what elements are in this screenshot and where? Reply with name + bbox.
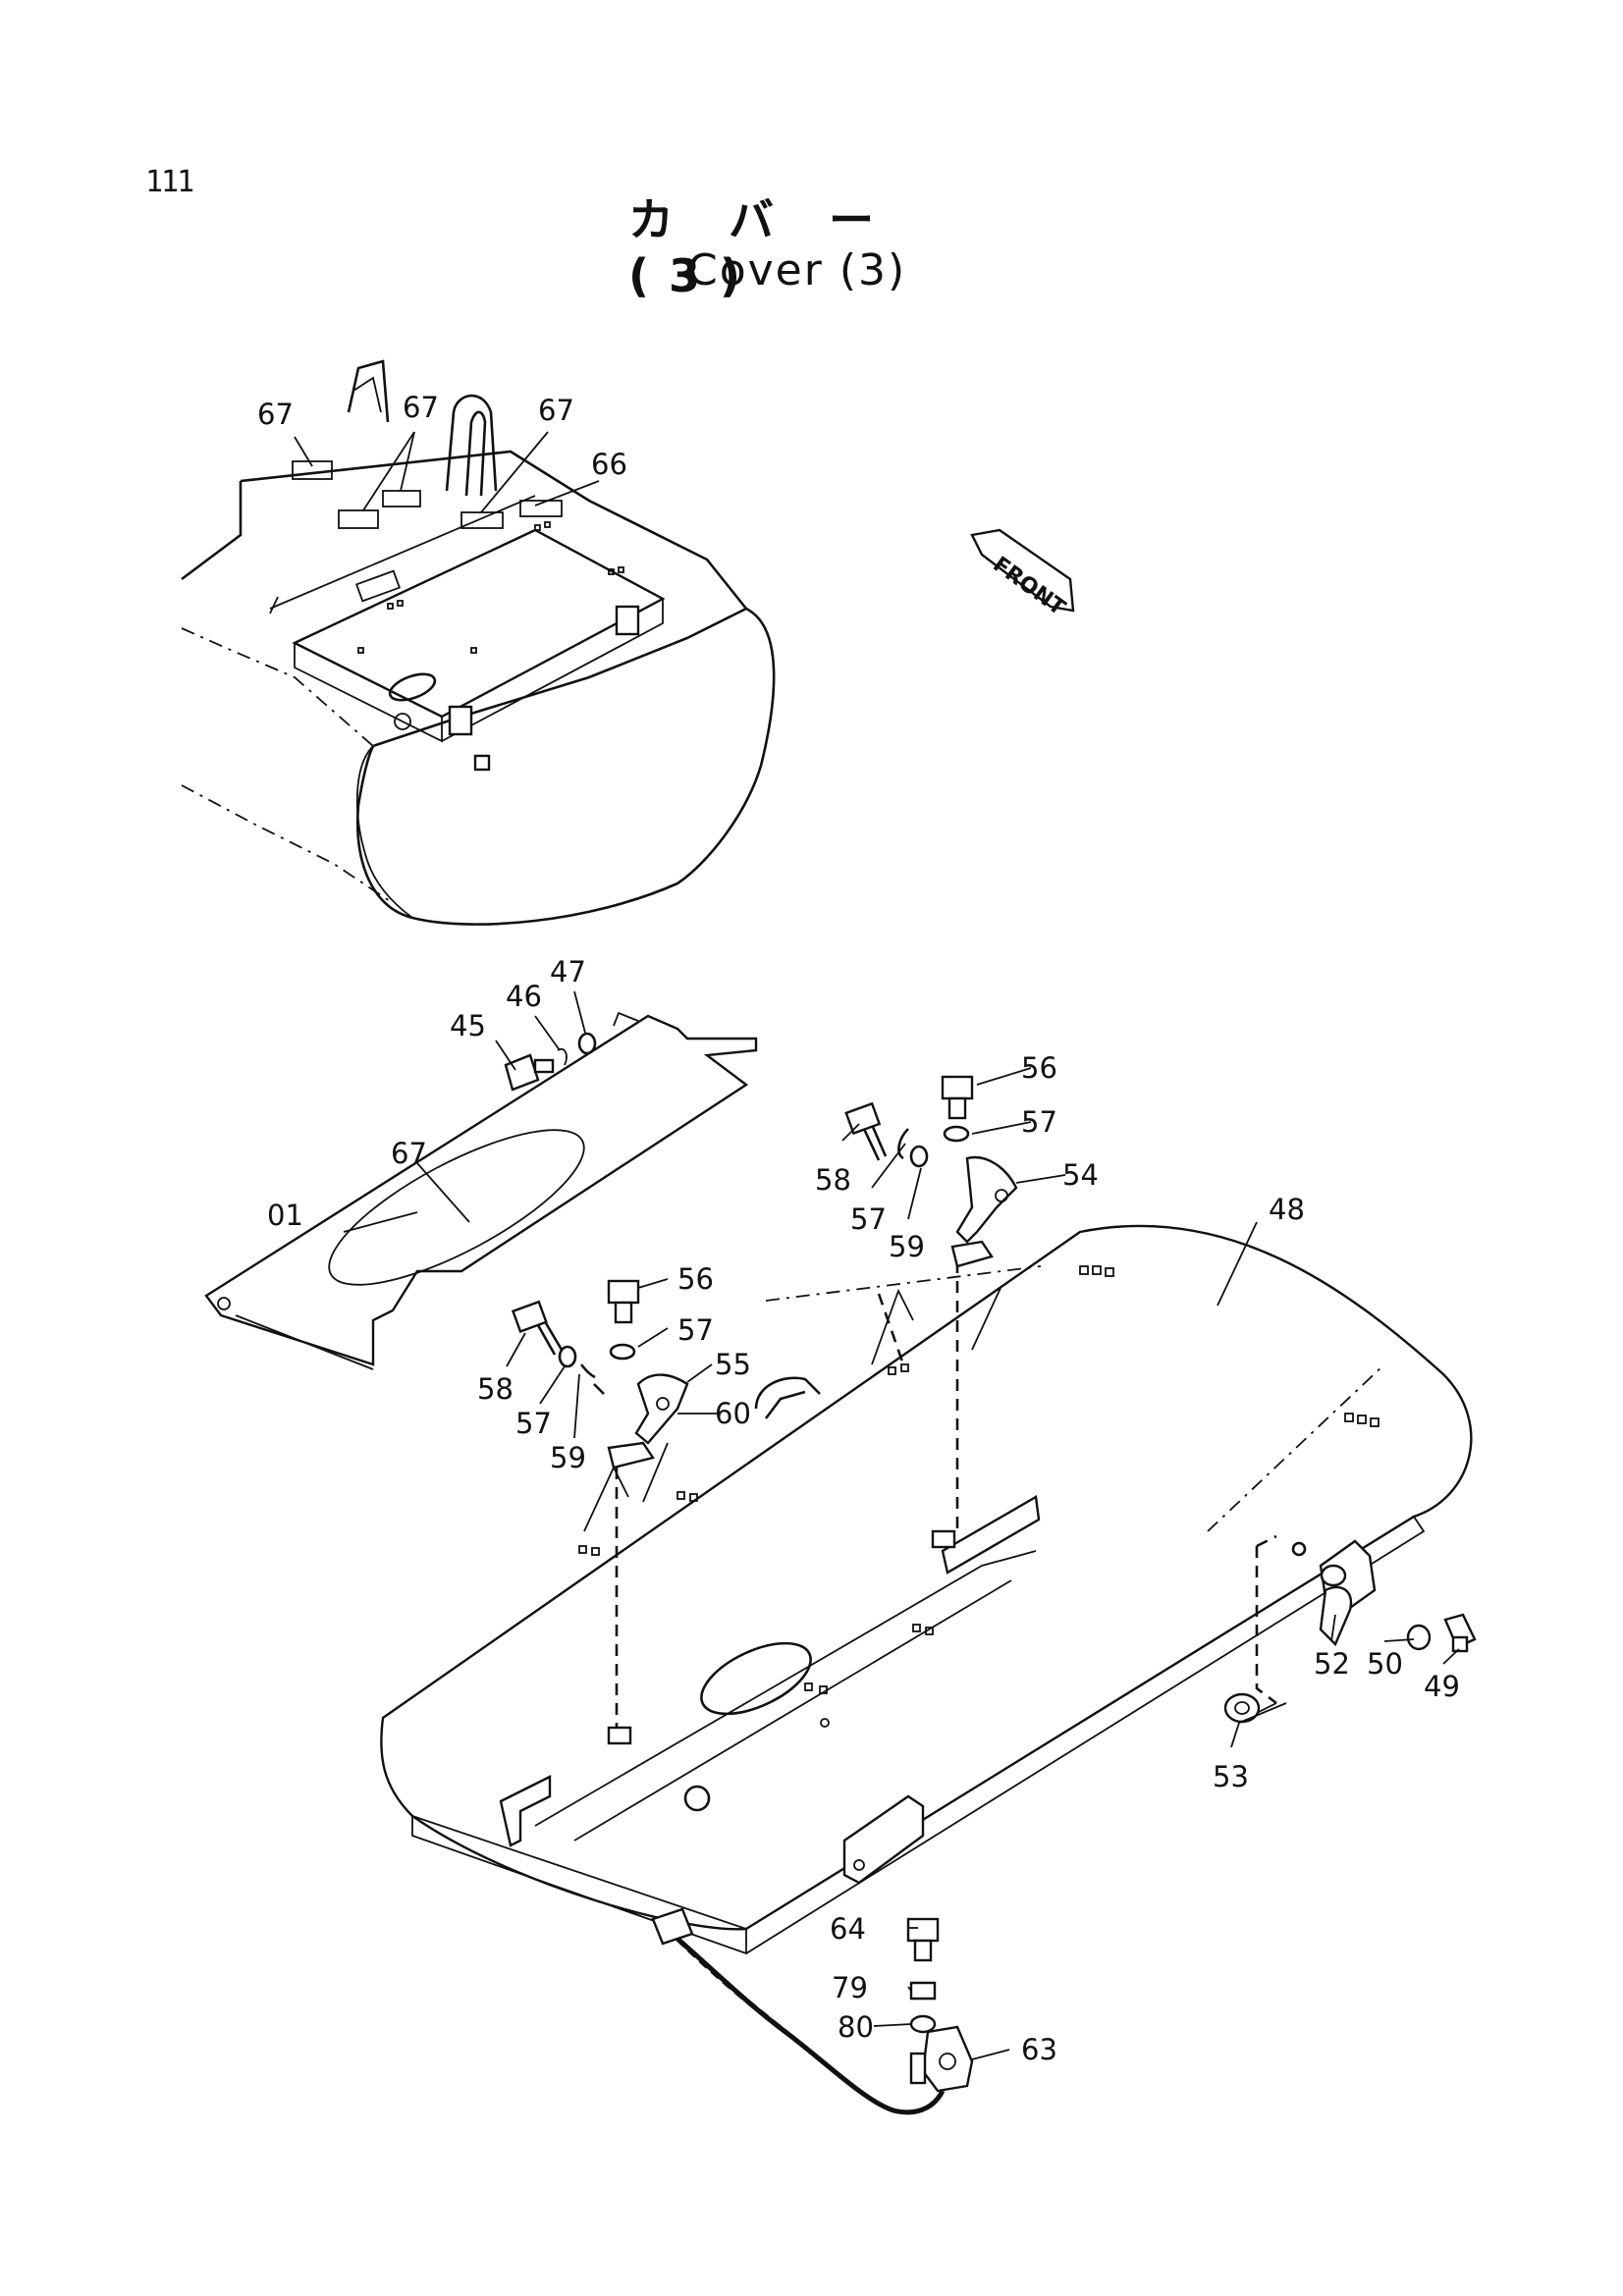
callout-66: 66 xyxy=(591,448,627,481)
callout-57: 57 xyxy=(850,1202,887,1236)
chain-63 xyxy=(651,1907,974,2115)
callout-50: 50 xyxy=(1367,1647,1403,1681)
title-japanese: カ バ ー (3) xyxy=(628,193,894,302)
callout-53: 53 xyxy=(1213,1760,1249,1793)
hardware-56-57-upper xyxy=(941,1075,974,1143)
overview-machine-illustration xyxy=(181,359,776,926)
front-direction-arrow: FRONT xyxy=(970,528,1075,620)
callout-67: 67 xyxy=(538,394,574,427)
callout-59: 59 xyxy=(550,1441,586,1474)
page-number: 111 xyxy=(145,165,194,199)
hardware-64-79-80 xyxy=(906,1917,940,2034)
callout-67: 67 xyxy=(257,398,294,431)
alignment-dashed-lines xyxy=(583,1261,1277,1728)
hardware-52-50-49 xyxy=(1291,1539,1477,1653)
callout-80: 80 xyxy=(838,2010,874,2044)
callout-47: 47 xyxy=(550,955,586,988)
callout-60: 60 xyxy=(715,1397,751,1430)
title-english: Cover (3) xyxy=(687,245,907,295)
hardware-58-57-59-upper xyxy=(844,1101,929,1168)
main-cover-48 xyxy=(380,1224,1473,1955)
callout-63: 63 xyxy=(1021,2033,1057,2066)
callout-48: 48 xyxy=(1269,1193,1305,1226)
callout-01: 01 xyxy=(267,1199,303,1232)
callout-57: 57 xyxy=(1021,1105,1057,1139)
callout-79: 79 xyxy=(832,1971,868,2004)
callout-labels: 67 67 67 66 47 46 45 56 57 54 67 58 48 0… xyxy=(257,391,1460,2066)
callout-58: 58 xyxy=(815,1163,851,1197)
callout-55: 55 xyxy=(715,1348,751,1381)
callout-56: 56 xyxy=(677,1262,714,1296)
callout-59: 59 xyxy=(889,1230,925,1263)
callout-46: 46 xyxy=(506,980,542,1013)
hardware-58-57-59-lower xyxy=(511,1300,605,1395)
callout-57: 57 xyxy=(515,1407,552,1440)
latch-55-60 xyxy=(607,1373,689,1469)
bracket-plate-01 xyxy=(204,1011,758,1370)
overview-leaders xyxy=(294,431,600,513)
exploded-leaders xyxy=(343,990,1460,2060)
callout-54: 54 xyxy=(1062,1158,1099,1192)
callout-57: 57 xyxy=(677,1313,714,1347)
callout-64: 64 xyxy=(830,1912,866,1946)
hardware-56-57-lower xyxy=(607,1279,640,1361)
callout-56: 56 xyxy=(1021,1051,1057,1085)
callout-49: 49 xyxy=(1424,1670,1460,1703)
nut-53 xyxy=(1223,1692,1261,1724)
latch-54 xyxy=(950,1155,1018,1268)
callout-67: 67 xyxy=(391,1137,427,1170)
hardware-45-46-47 xyxy=(504,1032,597,1092)
callout-67: 67 xyxy=(403,391,439,424)
callout-58: 58 xyxy=(477,1372,514,1406)
callout-45: 45 xyxy=(450,1009,486,1042)
callout-52: 52 xyxy=(1314,1647,1350,1681)
